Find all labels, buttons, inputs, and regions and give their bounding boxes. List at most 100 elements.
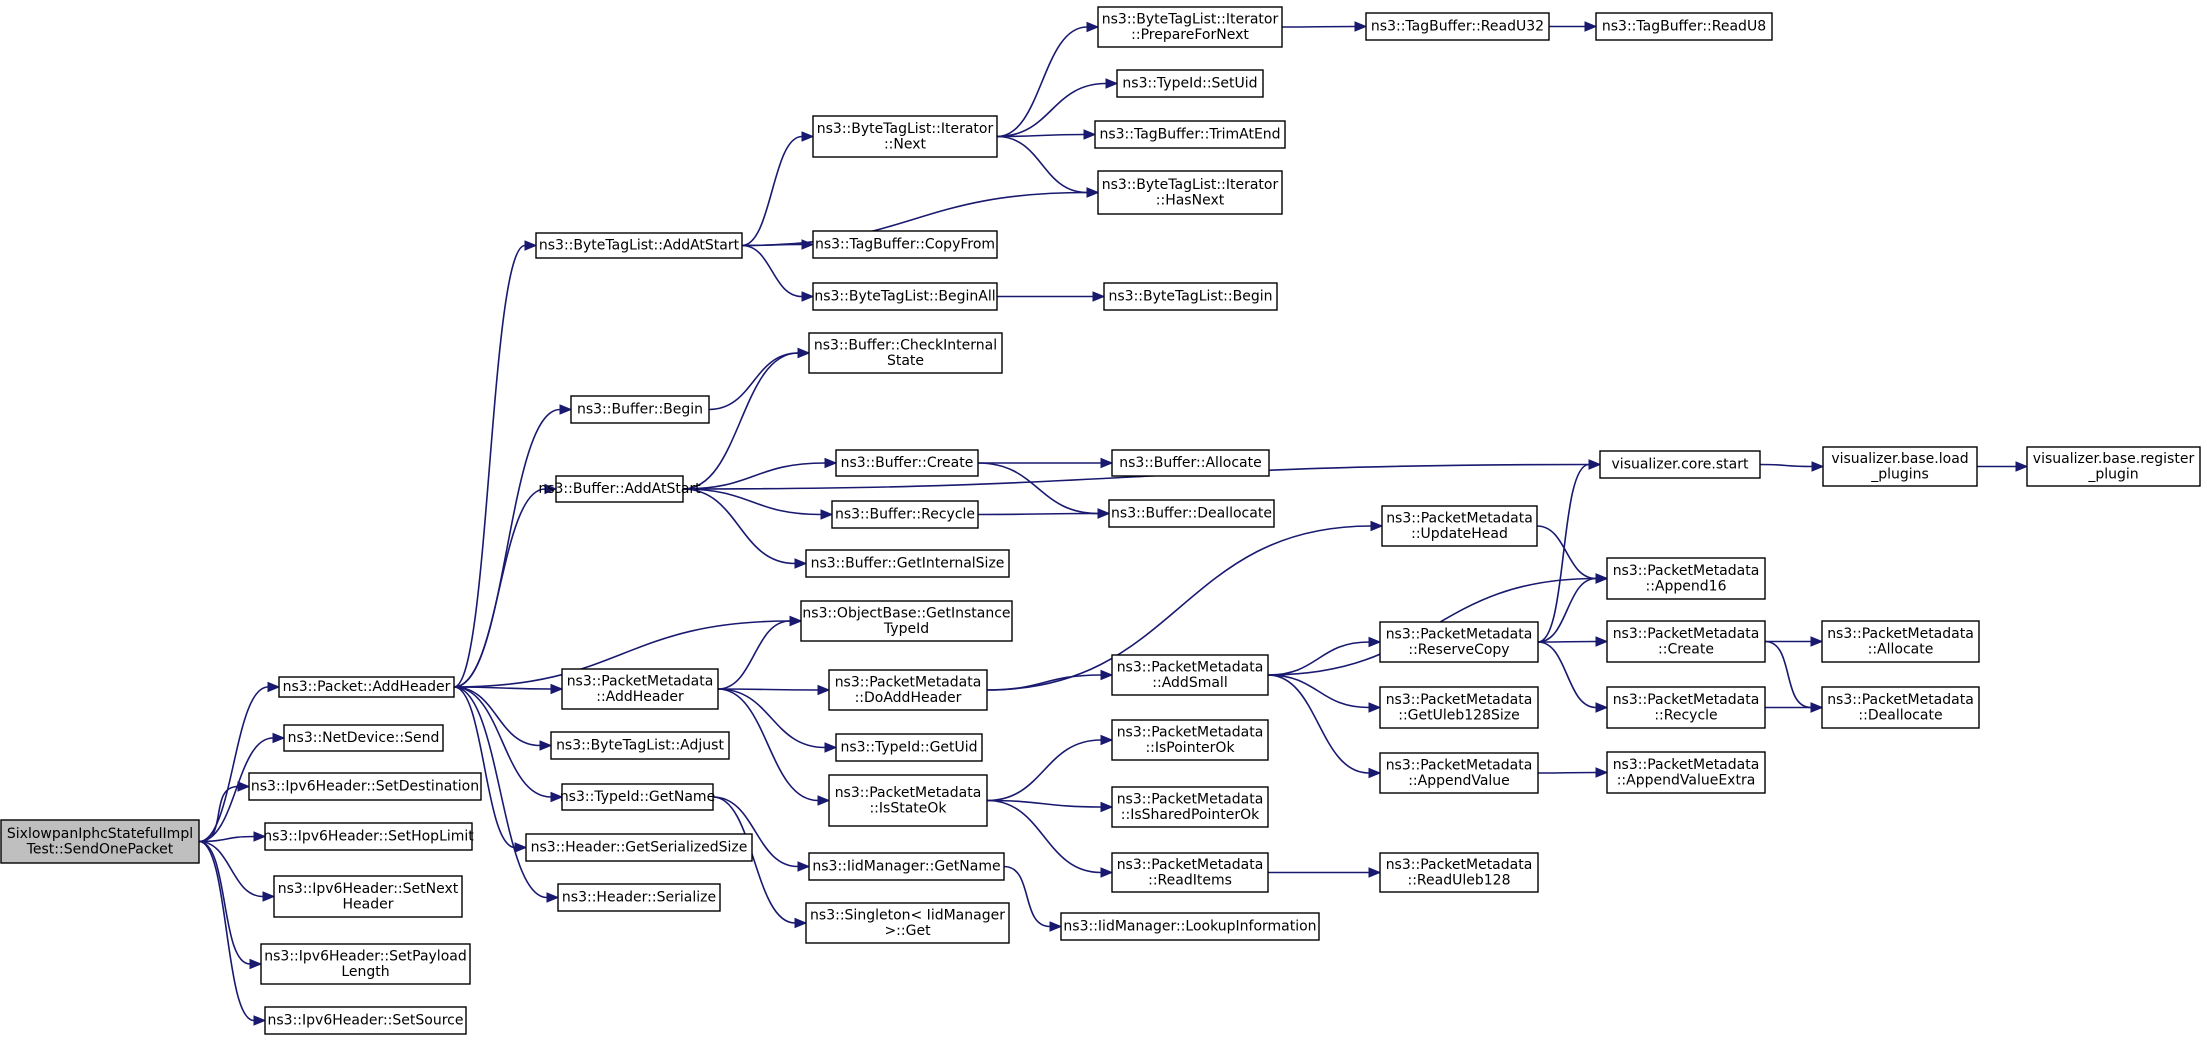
node-pm-recycle[interactable]: ns3::PacketMetadata::Recycle xyxy=(1606,686,1766,729)
node-label: ::ReadItems xyxy=(1148,872,1232,888)
node-box xyxy=(1379,686,1539,729)
node-iid-getname[interactable]: ns3::IidManager::GetName xyxy=(808,852,1005,881)
node-label: ns3::ByteTagList::Iterator xyxy=(1102,11,1279,27)
node-pm-issharedpointerok[interactable]: ns3::PacketMetadata::IsSharedPointerOk xyxy=(1111,786,1269,828)
node-pm-appendvalueextra[interactable]: ns3::PacketMetadata::AppendValueExtra xyxy=(1606,751,1766,794)
edge-arrowhead xyxy=(1810,636,1824,647)
node-label: ns3::TagBuffer::CopyFrom xyxy=(815,237,995,253)
node-ipv6-sethop[interactable]: ns3::Ipv6Header::SetHopLimit xyxy=(263,822,474,851)
node-pm-readuleb128[interactable]: ns3::PacketMetadata::ReadUleb128 xyxy=(1379,852,1539,893)
node-box xyxy=(264,1006,467,1035)
node-vis-base-register[interactable]: visualizer.base.register_plugin xyxy=(2026,446,2201,487)
node-singleton-get[interactable]: ns3::Singleton< IidManager>::Get xyxy=(805,902,1010,944)
node-label: ns3::PacketMetadata xyxy=(1386,510,1533,526)
node-label: ns3::Buffer::GetInternalSize xyxy=(811,556,1005,572)
node-label: ns3::Buffer::CheckInternal xyxy=(814,337,997,353)
node-btli-hasnext[interactable]: ns3::ByteTagList::Iterator::HasNext xyxy=(1097,170,1283,215)
node-btl-addatstart[interactable]: ns3::ByteTagList::AddAtStart xyxy=(535,232,743,259)
node-label: ns3::ObjectBase::GetInstance xyxy=(802,605,1010,621)
edge-line xyxy=(198,785,239,843)
node-buf-begin[interactable]: ns3::Buffer::Begin xyxy=(570,395,710,424)
edge-arrowhead xyxy=(249,958,263,970)
node-buf-deallocate[interactable]: ns3::Buffer::Deallocate xyxy=(1108,499,1275,528)
node-box xyxy=(1097,6,1283,48)
edge-line xyxy=(198,840,251,965)
node-btli-next[interactable]: ns3::ByteTagList::Iterator::Next xyxy=(812,115,998,158)
node-box xyxy=(1094,120,1286,149)
node-label: ns3::PacketMetadata xyxy=(1827,692,1974,708)
node-label: ::PrepareForNext xyxy=(1131,27,1249,43)
edge-line xyxy=(453,686,552,798)
node-label: ::UpdateHead xyxy=(1411,526,1508,542)
edge-arrowhead xyxy=(1105,78,1119,89)
node-pm-create[interactable]: ns3::PacketMetadata::Create xyxy=(1606,620,1766,663)
node-label: visualizer.core.start xyxy=(1612,457,1749,473)
node-buf-allocate[interactable]: ns3::Buffer::Allocate xyxy=(1111,449,1270,477)
node-btl-begin[interactable]: ns3::ByteTagList::Begin xyxy=(1103,282,1278,311)
node-pm-addsmall[interactable]: ns3::PacketMetadata::AddSmall xyxy=(1111,654,1269,696)
edge-line xyxy=(986,799,1102,874)
node-box xyxy=(1821,686,1980,729)
node-label: TypeId xyxy=(883,621,929,637)
edge-arrowhead xyxy=(1368,636,1382,648)
node-buf-addatstart[interactable]: ns3::Buffer::AddAtStart xyxy=(538,475,701,503)
node-label: ns3::TypeId::SetUid xyxy=(1122,76,1257,92)
node-buf-create[interactable]: ns3::Buffer::Create xyxy=(835,449,979,477)
node-box xyxy=(283,724,444,752)
node-pm-ispointerok[interactable]: ns3::PacketMetadata::IsPointerOk xyxy=(1111,719,1269,761)
node-ipv6-setdest[interactable]: ns3::Ipv6Header::SetDestination xyxy=(248,772,482,801)
node-tid-getuid[interactable]: ns3::TypeId::GetUid xyxy=(835,733,983,762)
edge-line xyxy=(741,135,803,247)
node-ipv6-setsource[interactable]: ns3::Ipv6Header::SetSource xyxy=(264,1006,467,1035)
node-pm-append16[interactable]: ns3::PacketMetadata::Append16 xyxy=(1606,557,1766,600)
node-pm-getuleb128size[interactable]: ns3::PacketMetadata::GetUleb128Size xyxy=(1379,686,1539,729)
node-iid-lookupinfo[interactable]: ns3::IidManager::LookupInformation xyxy=(1060,912,1320,941)
node-pm-updatehead[interactable]: ns3::PacketMetadata::UpdateHead xyxy=(1381,505,1538,547)
node-vis-base-load[interactable]: visualizer.base.load_plugins xyxy=(1822,446,1978,487)
node-buf-getinternalsize[interactable]: ns3::Buffer::GetInternalSize xyxy=(805,549,1010,578)
node-btl-beginall[interactable]: ns3::ByteTagList::BeginAll xyxy=(812,282,998,311)
node-pm-doaddheader[interactable]: ns3::PacketMetadata::DoAddHeader xyxy=(828,669,988,711)
node-root[interactable]: SixlowpanIphcStatefulImplTest::SendOnePa… xyxy=(0,819,200,864)
node-tb-copyfrom[interactable]: ns3::TagBuffer::CopyFrom xyxy=(812,230,998,259)
node-pm-reservecopy[interactable]: ns3::PacketMetadata::ReserveCopy xyxy=(1379,621,1539,663)
edge-arrowhead xyxy=(1368,867,1382,878)
node-pm-appendvalue[interactable]: ns3::PacketMetadata::AppendValue xyxy=(1379,752,1539,794)
node-tid-setuid[interactable]: ns3::TypeId::SetUid xyxy=(1116,69,1264,98)
edge-line xyxy=(1536,525,1597,580)
node-pm-allocate[interactable]: ns3::PacketMetadata::Allocate xyxy=(1821,620,1980,663)
node-label: ::AppendValueExtra xyxy=(1617,772,1756,788)
node-hdr-serialize[interactable]: ns3::Header::Serialize xyxy=(557,883,721,912)
node-label: ns3::TagBuffer::ReadU32 xyxy=(1371,19,1544,35)
node-label: ns3::Buffer::AddAtStart xyxy=(538,481,701,497)
node-label: ns3::PacketMetadata xyxy=(835,785,982,801)
node-vis-core-start[interactable]: visualizer.core.start xyxy=(1599,450,1761,479)
node-label: ::GetUleb128Size xyxy=(1398,707,1519,723)
node-label: ns3::PacketMetadata xyxy=(1117,724,1264,740)
edge-line xyxy=(1764,640,1812,709)
node-btli-preparefornext[interactable]: ns3::ByteTagList::Iterator::PrepareForNe… xyxy=(1097,6,1283,48)
node-netdev-send[interactable]: ns3::NetDevice::Send xyxy=(283,724,444,752)
node-tb-readu32[interactable]: ns3::TagBuffer::ReadU32 xyxy=(1365,12,1550,41)
node-tb-trimatend[interactable]: ns3::TagBuffer::TrimAtEnd xyxy=(1094,120,1286,149)
node-pm-isstateok[interactable]: ns3::PacketMetadata::IsStateOk xyxy=(828,774,988,827)
edge-arrowhead xyxy=(797,861,811,872)
node-buf-recycle[interactable]: ns3::Buffer::Recycle xyxy=(831,500,979,529)
edge-arrowhead xyxy=(2015,461,2029,472)
node-pkt-addheader[interactable]: ns3::Packet::AddHeader xyxy=(278,676,455,698)
node-label: ns3::Header::GetSerializedSize xyxy=(531,840,748,856)
node-pm-addheader[interactable]: ns3::PacketMetadata::AddHeader xyxy=(561,668,719,710)
node-label: ns3::Buffer::Deallocate xyxy=(1111,506,1272,522)
node-tb-readu8[interactable]: ns3::TagBuffer::ReadU8 xyxy=(1595,12,1773,41)
node-hdr-getsersize[interactable]: ns3::Header::GetSerializedSize xyxy=(525,833,753,862)
node-pm-readitems[interactable]: ns3::PacketMetadata::ReadItems xyxy=(1111,852,1269,893)
node-label: ns3::ByteTagList::Iterator xyxy=(817,121,994,137)
node-btl-adjust[interactable]: ns3::ByteTagList::Adjust xyxy=(550,731,730,760)
node-pm-deallocate[interactable]: ns3::PacketMetadata::Deallocate xyxy=(1821,686,1980,729)
edge-line xyxy=(682,463,1590,490)
node-tid-getname[interactable]: ns3::TypeId::GetName xyxy=(560,783,715,811)
